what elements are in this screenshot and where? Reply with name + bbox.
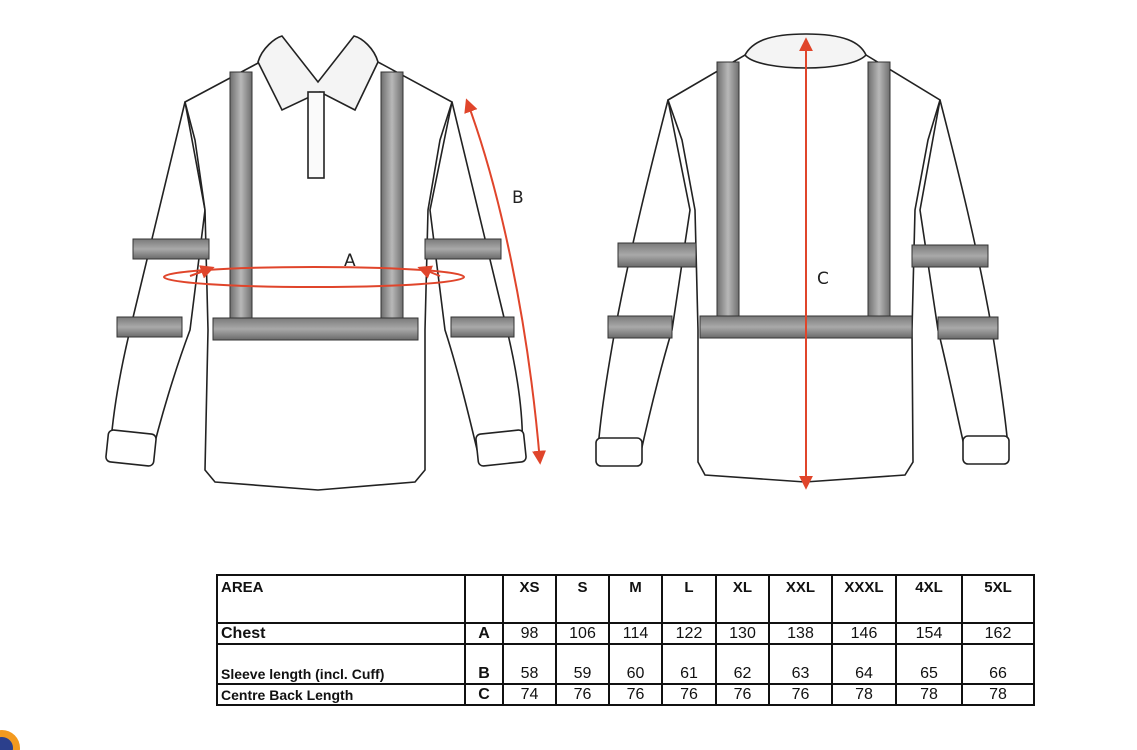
chest-measure-ellipse (163, 266, 465, 288)
sleeve-arrow (464, 98, 547, 465)
header-size-4xl: 4XL (895, 574, 963, 624)
table-cell: 61 (661, 643, 717, 685)
table-cell: 162 (961, 622, 1035, 645)
header-size-xs: XS (502, 574, 557, 624)
chest-arrow-left (189, 265, 215, 279)
row-name: Sleeve length (incl. Cuff) (216, 643, 466, 685)
table-cell: 78 (895, 683, 963, 706)
table-cell: 98 (502, 622, 557, 645)
table-row: Sleeve length (incl. Cuff) B 58 59 60 61… (216, 643, 1035, 685)
label-c: C (817, 269, 829, 289)
table-cell: 76 (768, 683, 833, 706)
header-size-s: S (555, 574, 610, 624)
table-cell: 58 (502, 643, 557, 685)
dimension-c: C (799, 37, 829, 490)
dimension-a: A (163, 251, 465, 288)
front-collar (257, 35, 379, 112)
table-cell: 130 (715, 622, 770, 645)
back-right-sleeve (919, 99, 1009, 455)
front-left-sleeve (109, 101, 206, 463)
table-cell: 78 (831, 683, 897, 706)
row-code: C (464, 683, 504, 706)
dimension-b: B (464, 98, 547, 465)
label-b: B (512, 188, 524, 208)
back-reflective-bands (607, 61, 999, 340)
table-cell: 60 (608, 643, 663, 685)
table-cell: 64 (831, 643, 897, 685)
table-cell: 76 (715, 683, 770, 706)
size-chart-table: AREA XS S M L XL XXL XXXL 4XL 5XL Chest … (216, 574, 1035, 706)
garment-diagram: A B C (105, 33, 1010, 491)
header-size-xl: XL (715, 574, 770, 624)
front-placket (307, 91, 325, 179)
table-row: Centre Back Length C 74 76 76 76 76 76 7… (216, 683, 1035, 706)
header-area: AREA (216, 574, 466, 624)
chest-arrow-right (417, 265, 441, 279)
back-right-cuff (962, 435, 1010, 465)
table-cell: 114 (608, 622, 663, 645)
header-size-xxxl: XXXL (831, 574, 897, 624)
table-cell: 146 (831, 622, 897, 645)
header-code (464, 574, 504, 624)
table-cell: 154 (895, 622, 963, 645)
table-cell: 65 (895, 643, 963, 685)
table-cell: 76 (608, 683, 663, 706)
label-a: A (344, 251, 356, 271)
header-size-m: M (608, 574, 663, 624)
table-cell: 66 (961, 643, 1035, 685)
table-cell: 138 (768, 622, 833, 645)
table-cell: 76 (555, 683, 610, 706)
header-size-5xl: 5XL (961, 574, 1035, 624)
table-cell: 122 (661, 622, 717, 645)
table-cell: 63 (768, 643, 833, 685)
table-cell: 74 (502, 683, 557, 706)
table-cell: 76 (661, 683, 717, 706)
header-size-l: L (661, 574, 717, 624)
table-cell: 59 (555, 643, 610, 685)
table-cell: 62 (715, 643, 770, 685)
row-code: A (464, 622, 504, 645)
front-reflective-bands (116, 71, 515, 341)
row-name: Centre Back Length (216, 683, 466, 706)
table-cell: 106 (555, 622, 610, 645)
row-code: B (464, 643, 504, 685)
front-right-cuff (475, 429, 527, 467)
table-cell: 78 (961, 683, 1035, 706)
table-header-row: AREA XS S M L XL XXL XXXL 4XL 5XL (216, 574, 1035, 624)
table-row: Chest A 98 106 114 122 130 138 146 154 1… (216, 622, 1035, 645)
row-name: Chest (216, 622, 466, 645)
back-body (667, 54, 941, 483)
front-view (105, 35, 527, 491)
back-left-sleeve (597, 99, 691, 457)
back-left-cuff (595, 437, 643, 467)
front-left-cuff (105, 429, 157, 467)
header-size-xxl: XXL (768, 574, 833, 624)
